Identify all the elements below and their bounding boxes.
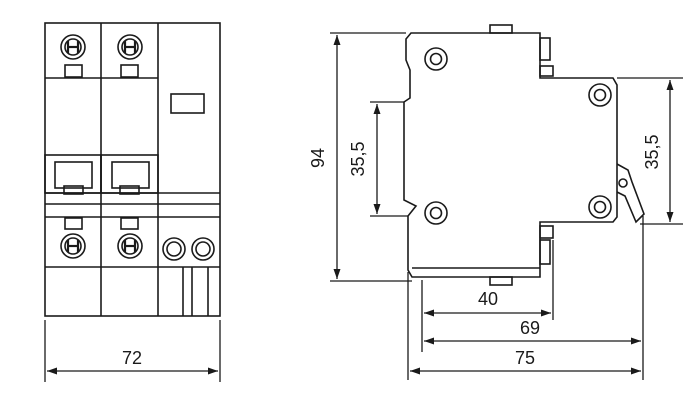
top-clip (489, 24, 513, 34)
lever-inner (54, 161, 93, 189)
terminal-screw-icon (60, 233, 86, 259)
front-outline (44, 22, 221, 317)
dim-label-height-right: 35,5 (642, 134, 662, 169)
dim-label-height-total: 94 (308, 148, 328, 168)
side-toggle-lever (616, 163, 645, 224)
aux-terminal (191, 237, 215, 261)
front-view (44, 22, 221, 317)
screw-tab (64, 217, 83, 230)
lever-pivot (618, 178, 628, 188)
dim-label-front-width: 72 (122, 348, 142, 368)
side-view (403, 24, 645, 286)
side-clip (539, 65, 554, 77)
aux-terminal (162, 237, 186, 261)
indicator-window (170, 93, 205, 114)
bottom-clip (489, 276, 513, 286)
aux-terminal-inner (195, 241, 211, 257)
screw-tab (120, 64, 139, 78)
lever-tab (63, 185, 84, 195)
dim-label-depth-69: 69 (520, 318, 540, 338)
terminal-screw-icon (60, 34, 86, 60)
dim-label-depth-40: 40 (478, 289, 498, 309)
dim-label-height-left: 35,5 (348, 141, 368, 176)
terminal-screw-icon (588, 83, 612, 107)
side-dimensions (330, 32, 683, 380)
side-clip (539, 225, 554, 239)
aux-terminal-inner (166, 241, 182, 257)
lever-inner (111, 161, 150, 189)
side-outline (403, 32, 618, 278)
screw-tab (64, 64, 83, 78)
screw-tab (120, 217, 139, 230)
side-clip (539, 37, 551, 61)
side-clip (539, 239, 551, 265)
terminal-screw-icon (424, 201, 448, 225)
dim-label-depth-75: 75 (515, 348, 535, 368)
dim-front-width (44, 320, 221, 382)
terminal-screw-icon (117, 233, 143, 259)
lever-tab (119, 185, 140, 195)
terminal-screw-icon (117, 34, 143, 60)
terminal-screw-icon (424, 47, 448, 71)
terminal-screw-icon (588, 195, 612, 219)
